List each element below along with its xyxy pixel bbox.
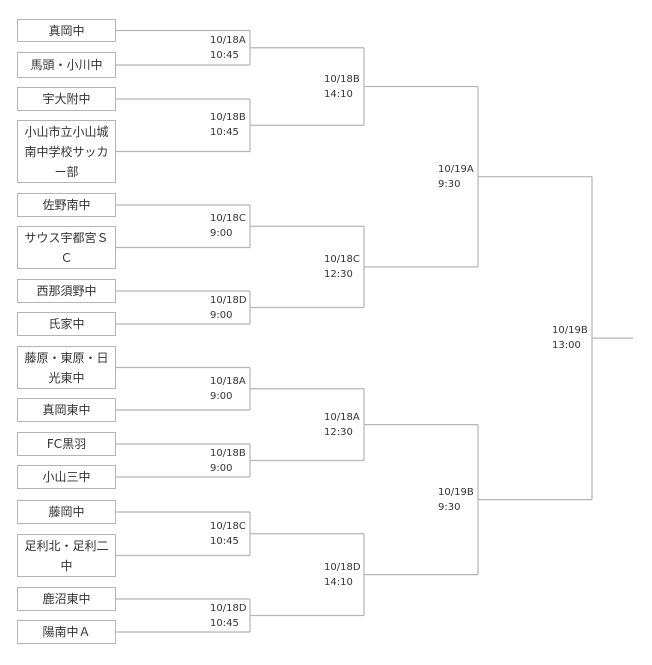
team-box: 足利北・足利二中 [17,534,116,577]
team-box: 藤岡中 [17,500,116,524]
team-box: 陽南中Ａ [17,620,116,644]
team-box: 鹿沼東中 [17,587,116,611]
team-box: 西那須野中 [17,279,116,303]
team-box: サウス宇都宮ＳＣ [17,226,116,269]
team-box: 真岡東中 [17,398,116,422]
team-box: 藤原・東原・日光東中 [17,346,116,389]
team-box: 小山市立小山城南中学校サッカー部 [17,120,116,183]
team-box: 宇大附中 [17,87,116,111]
team-box: FC黒羽 [17,432,116,456]
team-box: 小山三中 [17,465,116,489]
team-box: 真岡中 [17,19,116,42]
team-box: 馬頭・小川中 [17,52,116,78]
team-box: 佐野南中 [17,193,116,217]
team-box: 氏家中 [17,312,116,336]
